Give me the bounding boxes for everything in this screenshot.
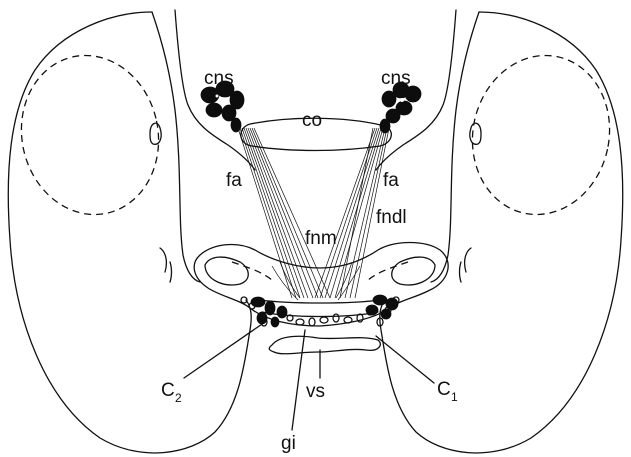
label-fa-left: fa bbox=[226, 170, 242, 191]
ganglion-band bbox=[194, 243, 448, 327]
right-dashed-ellipse bbox=[458, 43, 624, 228]
left-inner-curve bbox=[152, 12, 200, 282]
label-fndl: fndl bbox=[376, 207, 407, 228]
left-small-opening bbox=[150, 123, 161, 144]
left-band-dash bbox=[232, 262, 272, 280]
right-hook bbox=[460, 248, 472, 282]
ventral-sinus bbox=[269, 336, 380, 354]
right-lobe-outline bbox=[380, 12, 623, 453]
label-c2: C bbox=[161, 380, 175, 401]
label-c2-subscript: 2 bbox=[175, 391, 182, 405]
right-inner-curve bbox=[431, 12, 479, 282]
label-fnm: fnm bbox=[305, 228, 337, 249]
leader-c1 bbox=[376, 336, 434, 383]
label-co: co bbox=[302, 110, 322, 131]
left-inner-loop bbox=[205, 257, 248, 285]
right-cns-cluster bbox=[380, 82, 421, 133]
label-c1: C bbox=[437, 379, 451, 400]
label-fa-right: fa bbox=[383, 170, 399, 191]
right-band-dash bbox=[368, 262, 408, 280]
label-gi: gi bbox=[281, 433, 296, 454]
label-cns-right: cns bbox=[381, 68, 411, 89]
right-inner-loop bbox=[392, 257, 435, 285]
leader-c2 bbox=[184, 322, 265, 378]
label-c1-subscript: 1 bbox=[451, 390, 458, 404]
label-vs: vs bbox=[306, 381, 325, 402]
left-dashed-ellipse bbox=[7, 43, 173, 228]
left-fibre-bundle bbox=[238, 128, 330, 298]
right-small-opening bbox=[470, 123, 481, 144]
label-cns-left: cns bbox=[204, 68, 234, 89]
left-hook bbox=[160, 248, 172, 282]
leader-gi bbox=[292, 330, 305, 430]
